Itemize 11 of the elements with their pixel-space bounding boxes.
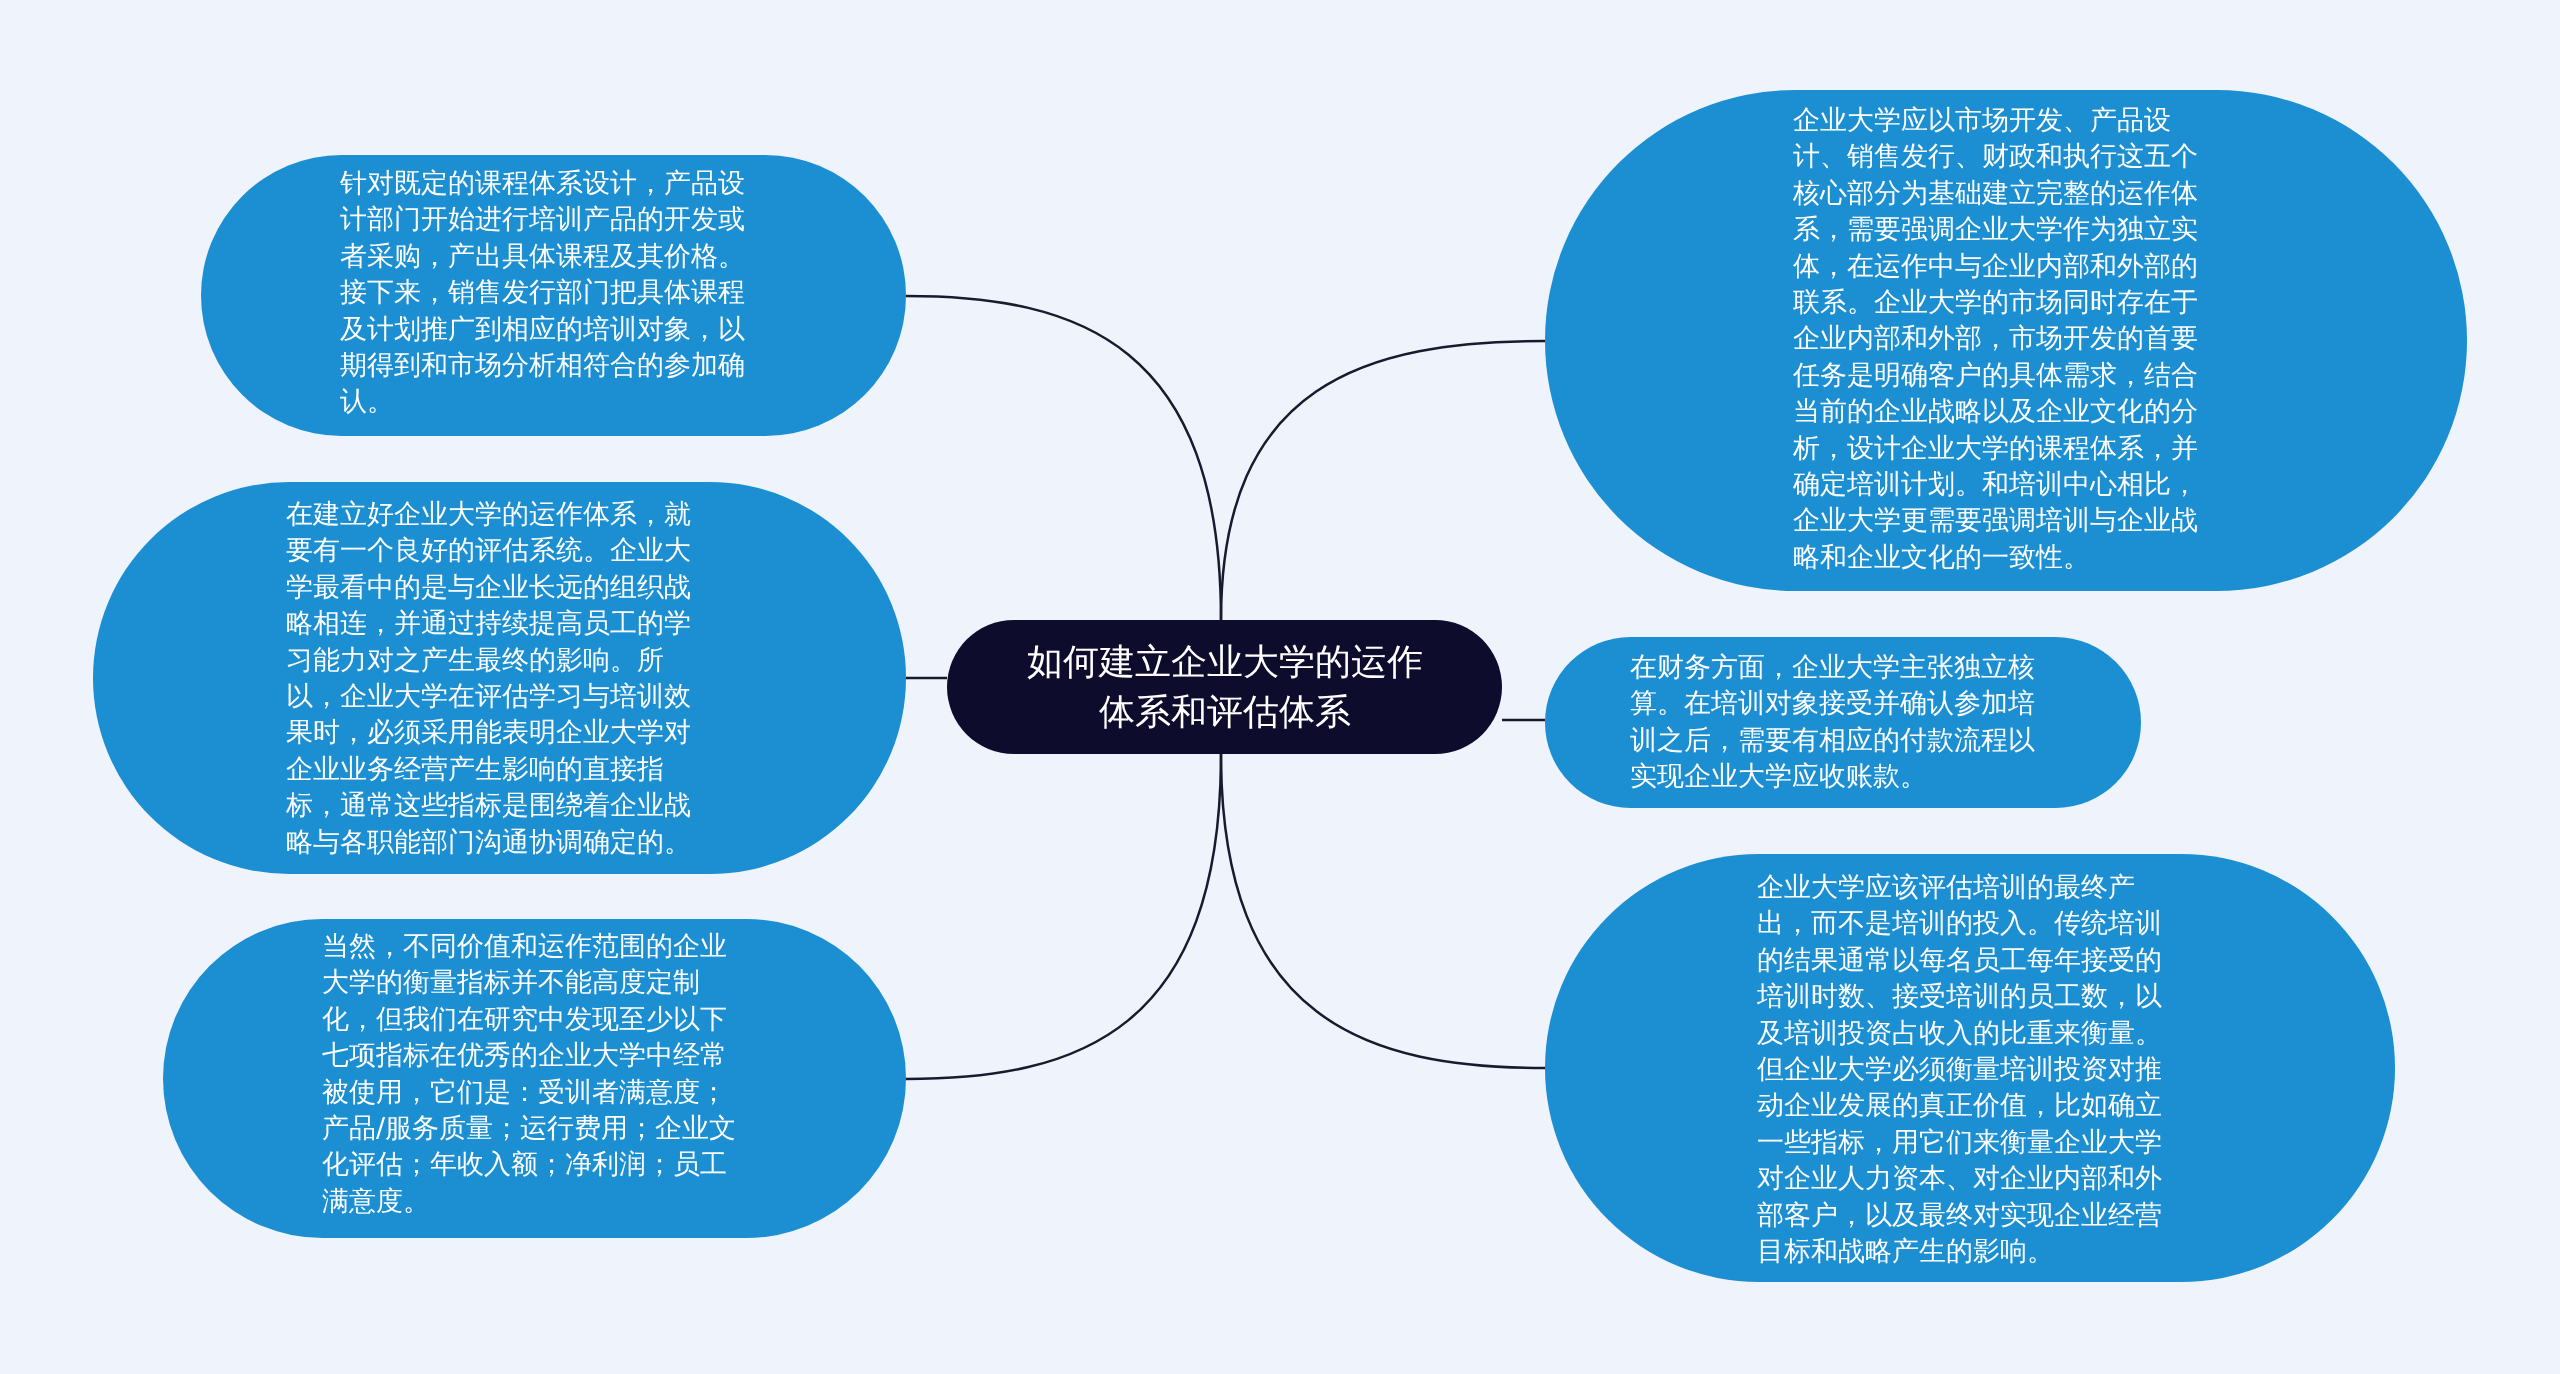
bubble-text: 企业大学应该评估培训的最终产出，而不是培训的投入。传统培训的结果通常以每名员工每年接受的培训时数、接受培训的员工数，以及培训投资占收入的比重来衡量。但企业大学必须衡量培训投资对推动企业发展的真正价值，比如确立一些指标，用它们来衡量企业大学对企业人力资本、对企业内部和外部客户，以及最终对实现企业经营目标和战略产生的影响。	[1757, 870, 2163, 1269]
bubble-text: 企业大学应以市场开发、产品设计、销售发行、财政和执行这五个核心部分为基础建立完整的运作体系，需要强调企业大学作为独立实体，在运作中与企业内部和外部的联系。企业大学的市场同时存在于企业内部和外部，市场开发的首要任务是明确客户的具体需求，结合当前的企业战略以及企业文化的分析，设计企业大学的课程体系，并确定培训计划。和培训中心相比，企业大学更需要强调培训与企业战略和企业文化的一致性。	[1793, 103, 2199, 574]
connector-line	[1502, 718, 1545, 722]
bubble-text: 当然，不同价值和运作范围的企业大学的衡量指标并不能高度定制化，但我们在研究中发现至少以下七项指标在优秀的企业大学中经常被使用，它们是：受训者满意度；产品/服务质量；运行费用；企业文化评估；年收入额；净利润；员工满意度。	[322, 929, 738, 1218]
topic-title: 如何建立企业大学的运作体系和评估体系	[1025, 640, 1424, 734]
bubble-text: 针对既定的课程体系设计，产品设计部门开始进行培训产品的开发或者采购，产出具体课程及其价格。接下来，销售发行部门把具体课程及计划推广到相应的培训对象，以期得到和市场分析相符合的参加确认。	[340, 166, 746, 419]
bubble-text: 在建立好企业大学的运作体系，就要有一个良好的评估系统。企业大学最看中的是与企业长远的组织战略相连，并通过持续提高员工的学习能力对之产生最终的影响。所以，企业大学在评估学习与培训效果时，必须采用能表明企业大学对企业业务经营产生影响的直接指标，通常这些指标是围绕着企业战略与各职能部门沟通协调确定的。	[286, 497, 692, 859]
connector-line	[906, 676, 947, 680]
connector-line	[1219, 753, 1546, 1070]
connector-line	[1219, 339, 1546, 621]
bubble-text: 在财务方面，企业大学主张独立核算。在培训对象接受并确认参加培训之后，需要有相应的付款流程以实现企业大学应收账款。	[1630, 650, 2036, 794]
